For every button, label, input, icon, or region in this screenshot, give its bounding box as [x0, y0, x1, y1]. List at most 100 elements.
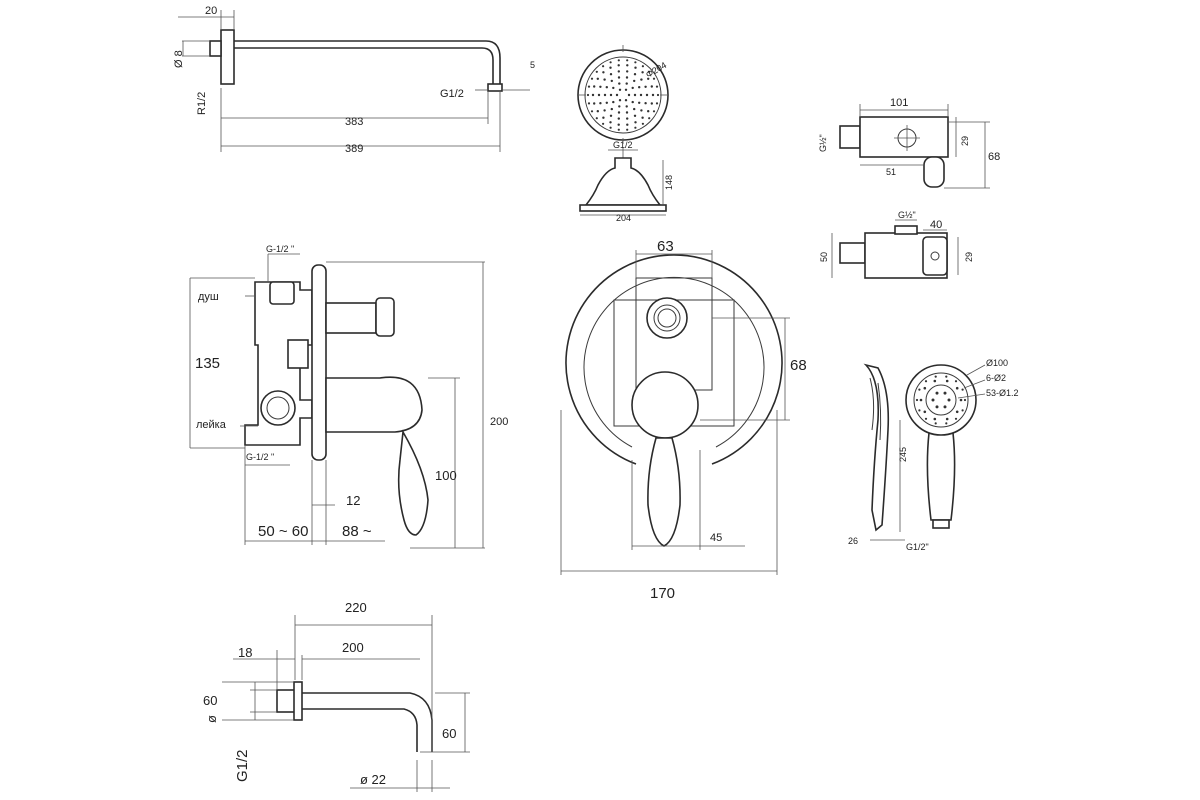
nozzle-dot: [603, 109, 606, 112]
nozzle-dot: [933, 379, 937, 383]
nozzle-dot: [609, 114, 613, 118]
nozzle-dot: [656, 93, 660, 97]
nozzle-dot: [634, 66, 637, 69]
mixer-side-dim-g12-top: G-1/2 ": [266, 244, 294, 254]
nozzle-dot: [609, 61, 612, 64]
arm-dim-small: 5: [530, 60, 535, 70]
arm-dim-diameter: Ø 8: [173, 50, 185, 68]
nozzle-dot: [959, 398, 963, 402]
nozzle-dot: [645, 93, 649, 97]
nozzle-dot: [924, 380, 928, 383]
holder-dim-29b: 29: [964, 252, 974, 262]
nozzle-dot: [587, 102, 591, 105]
nozzle-dot: [918, 388, 921, 391]
mixer-side-drawing: [189, 253, 485, 549]
nozzle-dot: [605, 86, 608, 89]
nozzle-dot: [595, 117, 598, 120]
nozzle-dot: [605, 101, 608, 105]
nozzle-dot: [618, 105, 621, 108]
mixer-side-dim-12: 12: [346, 493, 360, 508]
nozzle-dot: [618, 82, 621, 85]
nozzle-dot: [617, 70, 620, 73]
holder-dim-101: 101: [890, 97, 908, 109]
arm-dim-g12: G1/2: [440, 88, 464, 100]
hand-dim-26: 26: [848, 536, 858, 546]
nozzle-dot: [647, 77, 650, 81]
mixer-side-dim-g12-bot: G-1/2 ": [246, 452, 274, 462]
nozzle-dot: [640, 109, 643, 112]
nozzle-dot: [923, 410, 927, 414]
nozzle-dot: [647, 110, 650, 113]
nozzle-dot: [615, 93, 619, 97]
head-dim-204: 204: [616, 213, 631, 223]
nozzle-dot: [633, 114, 637, 118]
spout-dim-220: 220: [345, 600, 367, 615]
arm-dim-389: 389: [345, 143, 363, 155]
nozzle-dot: [652, 77, 656, 80]
nozzle-dot: [633, 73, 637, 76]
wall-holder-drawing: [831, 104, 990, 279]
nozzle-dot: [961, 388, 964, 391]
nozzle-dot: [590, 110, 594, 113]
nozzle-dot: [644, 85, 647, 89]
nozzle-dot: [609, 93, 613, 97]
nozzle-dot: [602, 122, 605, 125]
nozzle-dot: [650, 102, 653, 105]
nozzle-dot: [633, 107, 636, 111]
nozzle-dot: [655, 102, 659, 105]
hand-dim-53: 53-Ø1.2: [986, 388, 1019, 398]
hand-shower-nozzles: [915, 375, 967, 425]
nozzle-dot: [618, 99, 622, 102]
head-dim-148: 148: [664, 175, 674, 190]
mixer-side-dim-200: 200: [490, 416, 508, 428]
holder-dim-29: 29: [960, 136, 970, 146]
mixer-front-dim-68: 68: [790, 357, 807, 374]
arm-dim-20: 20: [205, 5, 217, 17]
nozzle-dot: [631, 86, 634, 90]
nozzle-dot: [631, 100, 634, 104]
nozzle-dot: [603, 93, 607, 97]
nozzle-dot: [609, 66, 612, 69]
shower-head-nozzles: [586, 59, 660, 131]
nozzle-dot: [638, 86, 641, 89]
nozzle-dot: [634, 61, 637, 64]
nozzle-dot: [919, 398, 923, 402]
nozzle-dot: [593, 85, 596, 88]
holder-dim-g12: G½": [818, 134, 828, 152]
nozzle-dot: [945, 379, 949, 383]
nozzle-dot: [641, 71, 644, 74]
nozzle-dot: [603, 78, 606, 81]
nozzle-dot: [961, 409, 964, 412]
nozzle-dot: [626, 117, 629, 120]
nozzle-dot: [934, 375, 937, 378]
nozzle-dot: [626, 123, 629, 126]
hand-dim-6d2: 6-Ø2: [986, 373, 1006, 383]
nozzle-dot: [626, 70, 629, 73]
nozzle-dot: [650, 85, 653, 88]
nozzle-dot: [596, 77, 599, 81]
head-dim-g12: G1/2: [613, 140, 633, 150]
nozzle-dot: [918, 409, 921, 412]
nozzle-dot: [625, 111, 629, 114]
hand-dim-g12: G1/2": [906, 542, 929, 552]
nozzle-dot: [644, 102, 647, 105]
nozzle-dot: [648, 70, 651, 73]
shower-head-drawing: [577, 45, 669, 216]
spout-drawing: [222, 615, 470, 792]
mixer-side-label-hand: лейка: [196, 419, 227, 431]
arm-dim-r12: R1/2: [196, 92, 208, 115]
nozzle-dot: [641, 65, 645, 68]
nozzle-dot: [624, 88, 628, 92]
nozzle-dot: [931, 398, 935, 402]
nozzle-dot: [945, 422, 948, 425]
nozzle-dot: [612, 100, 615, 104]
spout-dim-60b: 60: [442, 726, 456, 741]
nozzle-dot: [924, 417, 928, 420]
mixer-front-dim-63: 63: [657, 238, 674, 255]
shower-arm-drawing: [178, 10, 530, 152]
holder-dim-50: 50: [819, 252, 829, 262]
nozzle-dot: [640, 78, 643, 81]
mixer-side-dim-100: 100: [435, 468, 457, 483]
nozzle-dot: [609, 126, 612, 129]
holder-dim-51: 51: [886, 167, 896, 177]
